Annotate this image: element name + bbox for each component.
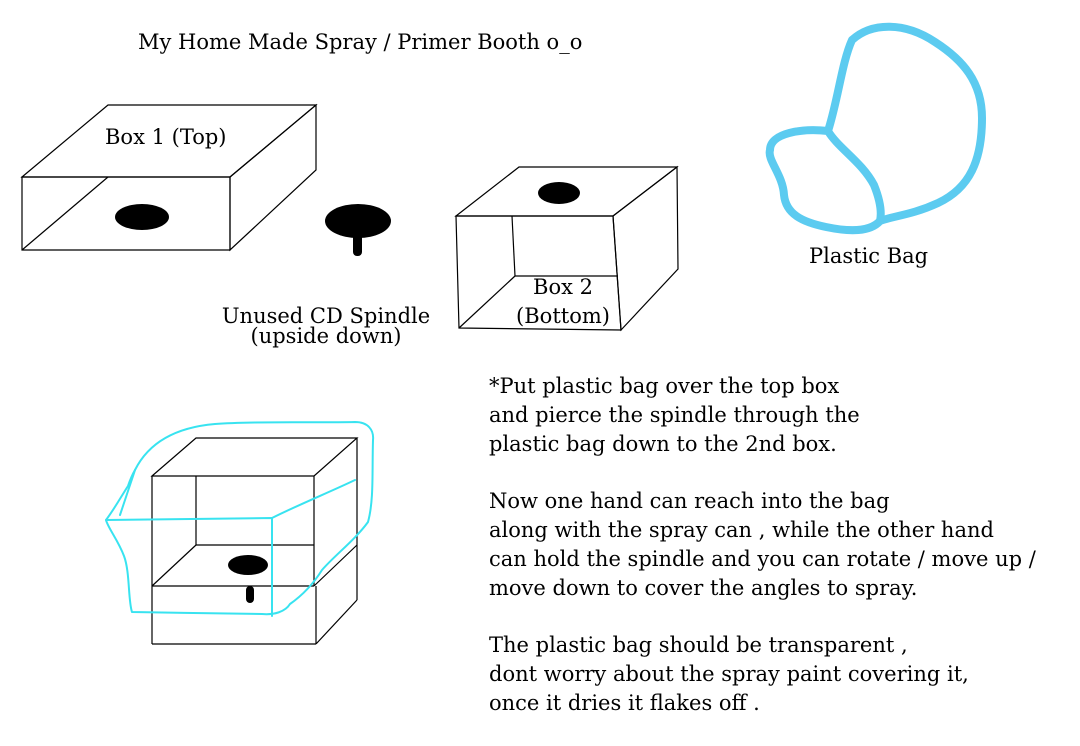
instruction-line: can hold the spindle and you can rotate … <box>489 547 1036 571</box>
spindle-label: Unused CD Spindle (upside down) <box>205 304 447 349</box>
plastic-bag-drawing <box>765 22 986 235</box>
assembled-booth-drawing <box>150 437 359 645</box>
instruction-line: and pierce the spindle through the <box>489 403 860 427</box>
box1-hole <box>115 204 169 230</box>
instruction-line: The plastic bag should be transparent , <box>489 633 908 657</box>
instruction-line: move down to cover the angles to spray. <box>489 576 918 600</box>
instruction-paragraph-2: Now one hand can reach into the bag alon… <box>489 487 1036 603</box>
spindle-label-line1: Unused CD Spindle <box>221 304 431 328</box>
assembled-bag-outline <box>105 421 375 617</box>
box2-label-line2: (Bottom) <box>516 304 610 328</box>
plastic-bag-label: Plastic Bag <box>809 244 929 268</box>
page-title: My Home Made Spray / Primer Booth o_o <box>138 30 583 54</box>
box2-drawing <box>454 165 679 332</box>
instruction-line: along with the spray can , while the oth… <box>489 518 994 542</box>
spindle-label-line2: (upside down) <box>250 324 402 348</box>
assembled-hole <box>228 555 268 575</box>
instructions: *Put plastic bag over the top box and pi… <box>489 372 1036 746</box>
box1-label: Box 1 (Top) <box>105 125 227 149</box>
instruction-line: dont worry about the spray paint coverin… <box>489 662 969 686</box>
box2-label-line1: Box 2 <box>533 275 593 299</box>
instruction-paragraph-3: The plastic bag should be transparent , … <box>489 631 1036 718</box>
box1-drawing <box>20 103 318 252</box>
spindle-drawing <box>325 204 391 256</box>
instruction-line: *Put plastic bag over the top box <box>489 374 840 398</box>
instruction-line: once it dries it flakes off . <box>489 691 760 715</box>
assembled-spindle <box>246 586 254 603</box>
box2-label: Box 2 (Bottom) <box>503 275 623 329</box>
instruction-line: Now one hand can reach into the bag <box>489 489 890 513</box>
box2-hole <box>538 182 580 204</box>
instruction-paragraph-1: *Put plastic bag over the top box and pi… <box>489 372 1036 459</box>
instruction-line: plastic bag down to the 2nd box. <box>489 432 837 456</box>
